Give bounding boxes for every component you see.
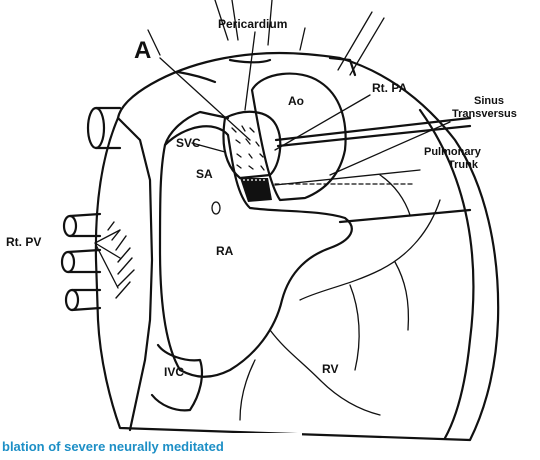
label-svc: SVC [176, 136, 201, 150]
label-pericardium: Pericardium [218, 17, 287, 31]
svc-textured-region [223, 112, 280, 178]
label-sinus: Sinus [474, 95, 504, 107]
pv-hatching [108, 222, 134, 298]
right-atrium-shape [160, 126, 352, 376]
label-pulmonary: Pulmonary [424, 146, 482, 158]
label-sa: SA [196, 167, 213, 181]
retraction-lines [148, 0, 384, 75]
label-ao: Ao [288, 94, 304, 108]
label-trunk: Trunk [448, 159, 479, 171]
panel-letter: A [134, 37, 151, 64]
sa-node-marker [212, 202, 220, 214]
label-transversus: Transversus [452, 108, 517, 120]
heart-outline [96, 53, 498, 440]
leader-lines [95, 32, 450, 288]
figure-caption-fragment: blation of severe neurally meditated [0, 433, 302, 460]
label-ivc: IVC [164, 365, 184, 379]
label-rt-pa: Rt. PA [372, 81, 407, 95]
label-rt-pv: Rt. PV [6, 235, 41, 249]
left-pericardial-edge [118, 118, 152, 430]
coronary-vessels [240, 175, 440, 420]
label-rv: RV [322, 362, 338, 376]
ablation-patch [240, 178, 272, 202]
label-ra: RA [216, 244, 234, 258]
